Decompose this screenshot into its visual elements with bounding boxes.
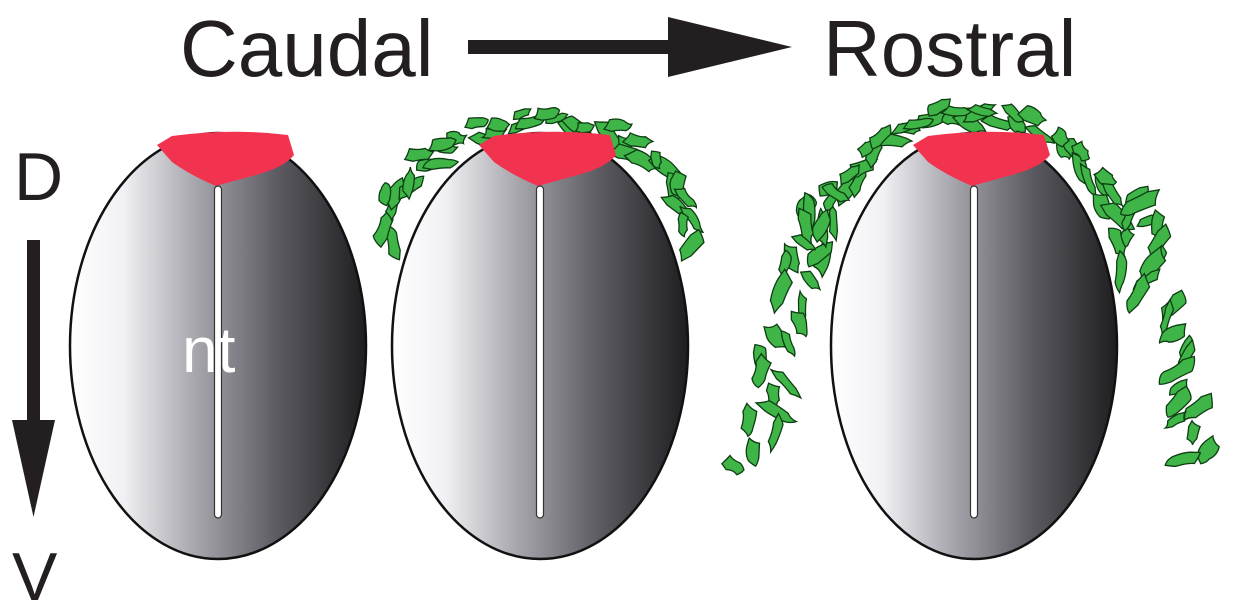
- neural-crest-cell: [678, 213, 688, 237]
- neural-crest-cell: [487, 118, 509, 131]
- dorsal-label: D: [14, 139, 63, 215]
- neural-crest-cell: [1115, 251, 1126, 293]
- rostral-section: [722, 99, 1219, 559]
- dorsal-ventral-axis: D V: [12, 139, 63, 605]
- neural-crest-cell: [1159, 356, 1194, 384]
- neural-crest-cell: [1198, 436, 1220, 464]
- neural-crest-cell: [604, 119, 632, 131]
- neural-crest-cell: [379, 183, 391, 206]
- caudal-label: Caudal: [180, 4, 434, 93]
- neural-canal: [537, 186, 544, 518]
- neural-crest-cell: [576, 123, 595, 133]
- neural-crest-cell: [791, 311, 807, 336]
- neural-crest-cell: [770, 269, 792, 313]
- neural-crest-cell: [741, 403, 757, 436]
- neural-crest-cell: [746, 438, 759, 466]
- neural-crest-cell: [801, 271, 820, 289]
- caudal-section: nt: [70, 132, 366, 559]
- neural-crest-cell: [1127, 274, 1150, 313]
- header: Caudal Rostral: [180, 4, 1076, 93]
- neural-crest-cell: [1165, 452, 1200, 466]
- ventral-label: V: [12, 539, 58, 605]
- arrow-down-icon: [12, 240, 55, 517]
- neural-canal: [971, 186, 978, 518]
- arrow-right-icon: [468, 17, 792, 77]
- neural-crest-cell: [722, 456, 744, 475]
- neural-crest-cell: [1187, 421, 1200, 445]
- mid-section: [373, 108, 704, 559]
- rostral-label: Rostral: [823, 4, 1076, 93]
- neural-crest-cell: [465, 118, 488, 129]
- neural-crest-cell: [768, 414, 783, 452]
- neural-tube-label: nt: [182, 314, 236, 386]
